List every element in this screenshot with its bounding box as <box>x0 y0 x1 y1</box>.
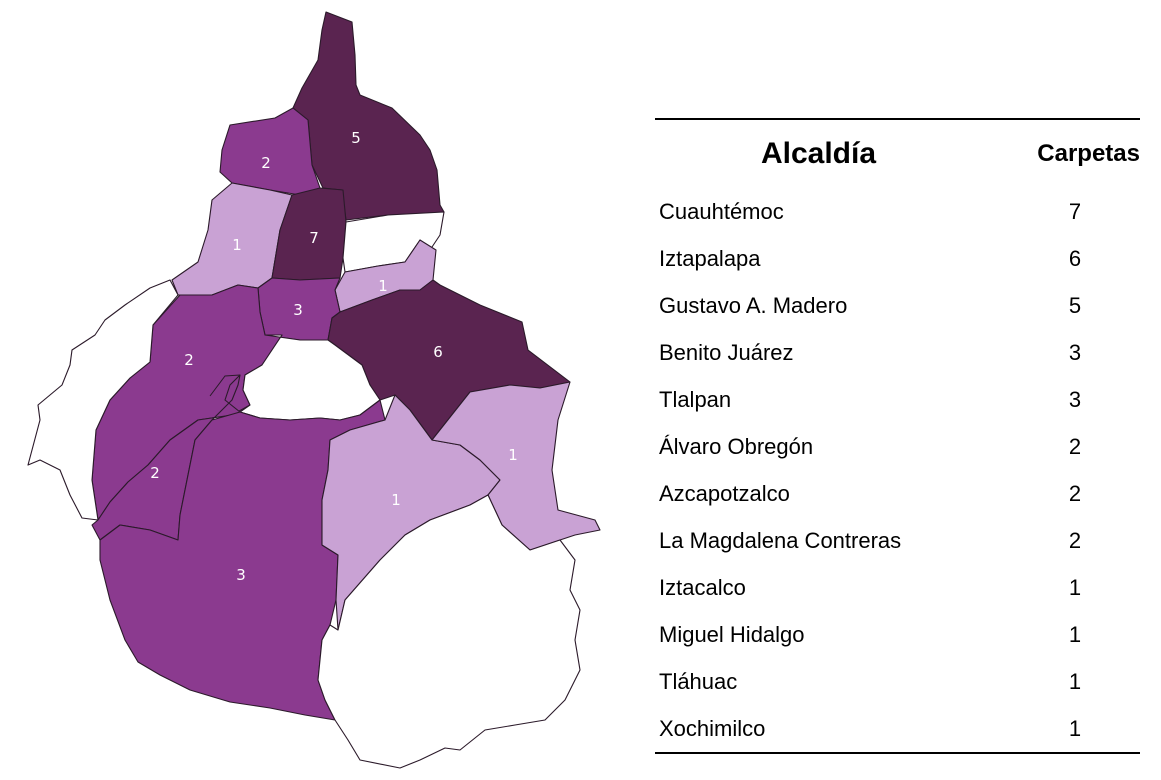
cell-carpetas: 2 <box>1068 527 1082 553</box>
cell-alcaldia: Álvaro Obregón <box>659 433 814 459</box>
table-row: Álvaro Obregón 2 <box>655 423 1140 470</box>
cell-alcaldia: Tlalpan <box>659 386 732 412</box>
region-tlahuac <box>431 381 601 551</box>
region-label-cuauhtemoc: 7 <box>309 229 319 247</box>
region-milpa-alta <box>317 494 581 769</box>
table-row: La Magdalena Contreras 2 <box>655 517 1140 564</box>
cell-carpetas: 2 <box>1068 433 1082 459</box>
cell-alcaldia: Miguel Hidalgo <box>659 621 805 647</box>
cell-carpetas: 3 <box>1068 339 1082 365</box>
cell-alcaldia: Benito Juárez <box>659 339 794 365</box>
region-azcapotzalco <box>219 107 321 196</box>
cell-alcaldia: Cuauhtémoc <box>659 198 784 224</box>
cdmx-choropleth-map: 5 2 1 7 1 3 6 2 2 3 1 1 <box>27 11 601 769</box>
cell-carpetas: 1 <box>1068 668 1082 694</box>
table-row: Tlalpan 3 <box>655 376 1140 423</box>
table-row: Iztacalco 1 <box>655 564 1140 611</box>
region-label-benito-juarez: 3 <box>293 301 303 319</box>
table-row: Xochimilco 1 <box>655 705 1140 753</box>
cell-alcaldia: Iztapalapa <box>659 245 761 271</box>
region-label-la-magdalena-contreras: 2 <box>150 464 160 482</box>
cell-carpetas: 5 <box>1068 292 1082 318</box>
region-label-xochimilco: 1 <box>391 491 401 509</box>
region-label-miguel-hidalgo: 1 <box>232 236 242 254</box>
carpetas-table: Alcaldía Carpetas Cuauhtémoc 7 Iztapalapa… <box>655 118 1140 754</box>
cell-carpetas: 7 <box>1068 198 1082 224</box>
table-row: Miguel Hidalgo 1 <box>655 611 1140 658</box>
region-cuauhtemoc <box>271 187 347 281</box>
cell-alcaldia: Iztacalco <box>659 574 746 600</box>
region-label-azcapotzalco: 2 <box>261 154 271 172</box>
cell-carpetas: 1 <box>1068 574 1082 600</box>
table-row: Iztapalapa 6 <box>655 235 1140 282</box>
region-cuajimalpa <box>27 279 179 521</box>
carpetas-table-container: Alcaldía Carpetas Cuauhtémoc 7 Iztapalapa… <box>655 118 1140 754</box>
table-header-row: Alcaldía Carpetas <box>655 119 1140 188</box>
cell-alcaldia: Xochimilco <box>659 715 766 741</box>
table-row: Gustavo A. Madero 5 <box>655 282 1140 329</box>
region-label-gustavo-a-madero: 5 <box>351 129 361 147</box>
cell-alcaldia: Gustavo A. Madero <box>659 292 848 318</box>
cell-carpetas: 3 <box>1068 386 1082 412</box>
cell-carpetas: 1 <box>1068 621 1082 647</box>
header-alcaldia: Alcaldía <box>760 137 877 170</box>
cell-alcaldia: La Magdalena Contreras <box>659 527 902 553</box>
region-label-alvaro-obregon: 2 <box>184 351 194 369</box>
cell-carpetas: 1 <box>1068 715 1082 741</box>
table-row: Tláhuac 1 <box>655 658 1140 705</box>
region-label-tlalpan: 3 <box>236 566 246 584</box>
region-label-iztacalco: 1 <box>378 277 388 295</box>
cell-carpetas: 6 <box>1068 245 1082 271</box>
region-label-iztapalapa: 6 <box>433 343 443 361</box>
cell-alcaldia: Tláhuac <box>659 668 738 694</box>
cell-alcaldia: Azcapotzalco <box>659 480 790 506</box>
cell-carpetas: 2 <box>1068 480 1082 506</box>
region-label-tlahuac: 1 <box>508 446 518 464</box>
header-carpetas: Carpetas <box>1037 140 1140 167</box>
table-row: Cuauhtémoc 7 <box>655 188 1140 235</box>
table-row: Benito Juárez 3 <box>655 329 1140 376</box>
table-row: Azcapotzalco 2 <box>655 470 1140 517</box>
